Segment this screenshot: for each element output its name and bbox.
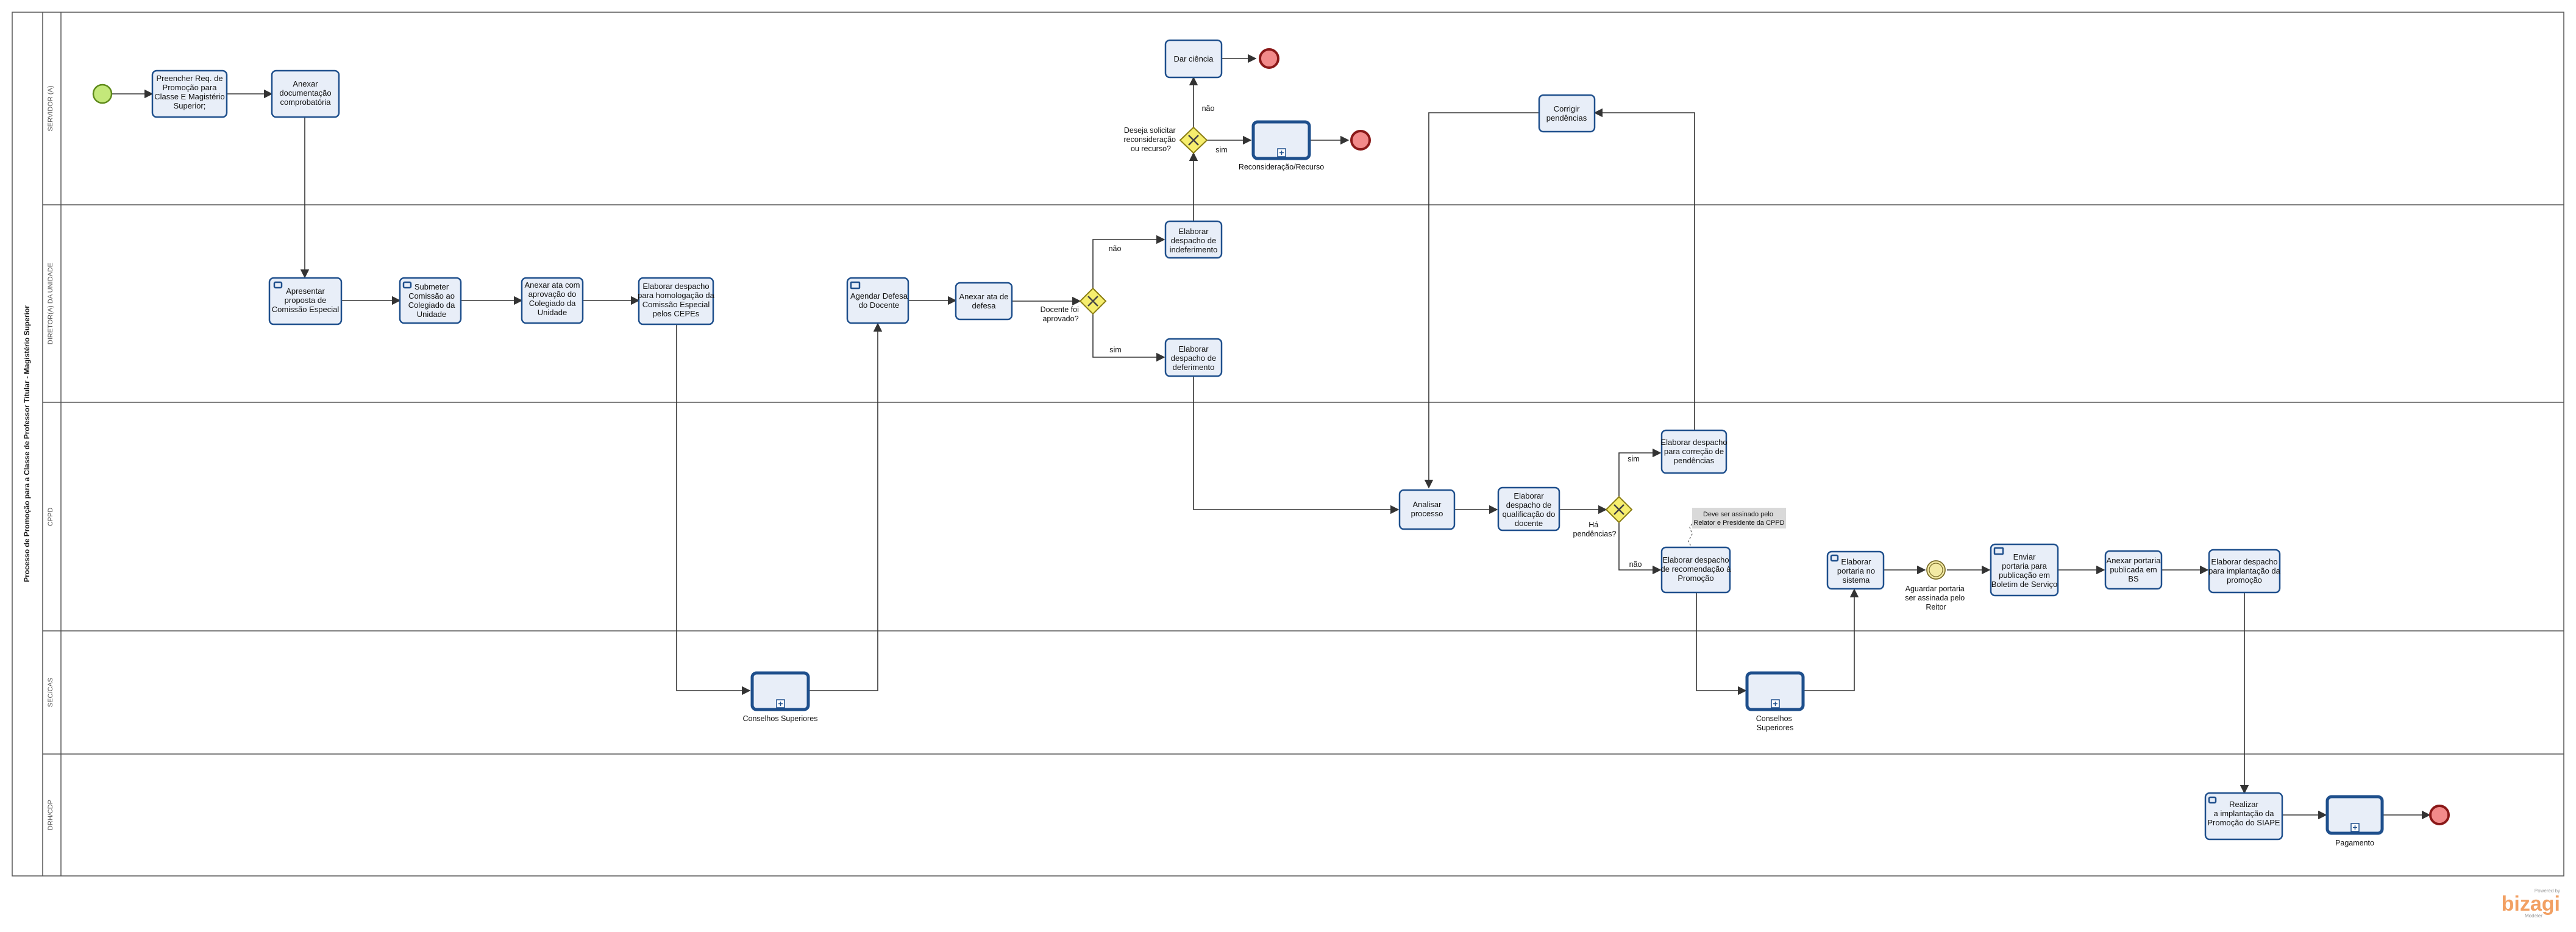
svg-text:Modeler: Modeler xyxy=(2525,913,2542,919)
subprocess-pagamento-label: Pagamento xyxy=(2335,839,2374,847)
flow-label-nao-3: não xyxy=(1629,560,1642,569)
gateway-aprovado xyxy=(1079,287,1107,315)
intermediate-event-label: Aguardar portaria ser assinada pelo Reit… xyxy=(1905,585,1966,611)
subprocess-reconsideracao-label: Reconsideração/Recurso xyxy=(1239,163,1324,171)
task-dar-ciencia[interactable]: Dar ciência xyxy=(1164,39,1223,79)
service-task-icon xyxy=(1993,547,2004,555)
lane-secs: SEC/CAS xyxy=(47,678,54,707)
subprocess-conselhos-superiores-1[interactable] xyxy=(750,671,810,711)
flow-label-sim-3: sim xyxy=(1628,455,1639,463)
end-event-ciencia xyxy=(1259,48,1279,69)
lane-separators xyxy=(43,204,2564,755)
start-event xyxy=(92,84,113,104)
flow-label-sim-1: sim xyxy=(1215,146,1227,154)
end-event-recurso xyxy=(1350,130,1371,151)
service-task-icon xyxy=(850,281,861,290)
gateway-reconsideracao xyxy=(1179,126,1208,154)
gateway-aprovado-label: Docente foi aprovado? xyxy=(1041,305,1081,323)
gateway-pendencias xyxy=(1605,496,1633,524)
pool-title: Processo de Promoção para a Classe de Pr… xyxy=(23,305,31,582)
subprocess-conselhos-1-label: Conselhos Superiores xyxy=(743,714,818,723)
lane-cppd: CPPD xyxy=(47,508,54,527)
flow-label-sim-2: sim xyxy=(1109,346,1121,354)
user-task-icon xyxy=(2208,796,2217,804)
subprocess-pagamento[interactable] xyxy=(2325,795,2384,835)
user-task-icon xyxy=(402,281,412,289)
flow-label-nao-1: não xyxy=(1202,104,1215,113)
svg-text:Powered by: Powered by xyxy=(2535,888,2560,894)
subprocess-conselhos-superiores-2[interactable] xyxy=(1745,671,1805,711)
text-annotation: Deve ser assinado pelo Relator e Preside… xyxy=(1692,508,1786,528)
gateway-pendencias-label: Há pendências? xyxy=(1573,521,1617,538)
pool: Processo de Promoção para a Classe de Pr… xyxy=(12,12,2564,877)
lane-servidor: SERVIDOR (A) xyxy=(47,86,54,132)
lane-dpq: DRH/CDP xyxy=(47,800,54,830)
lane-direcao: DIRETOR(A) DA UNIDADE xyxy=(47,263,54,344)
subprocess-reconsideracao-recurso[interactable] xyxy=(1251,120,1311,160)
svg-text:Dar ciência: Dar ciência xyxy=(1173,54,1214,63)
svg-text:bizagi: bizagi xyxy=(2502,892,2560,916)
subprocess-conselhos-2-label: Conselhos Superiores xyxy=(1756,714,1795,732)
end-event-pagamento xyxy=(2429,805,2450,825)
sequence-flows xyxy=(112,54,2431,820)
bizagi-logo: Powered by bizagi Modeler xyxy=(2502,888,2560,919)
svg-text:Deve ser assinado pelo R: Deve ser assinado pelo Relator e Preside… xyxy=(1693,511,1784,527)
intermediate-timer-event xyxy=(1926,560,1946,580)
user-task-icon xyxy=(1830,554,1839,562)
user-task-icon xyxy=(273,281,283,289)
gateway-reconsideracao-label: Deseja solicitar reconsideração ou recur… xyxy=(1124,126,1178,153)
flow-label-nao-2: não xyxy=(1109,244,1122,253)
